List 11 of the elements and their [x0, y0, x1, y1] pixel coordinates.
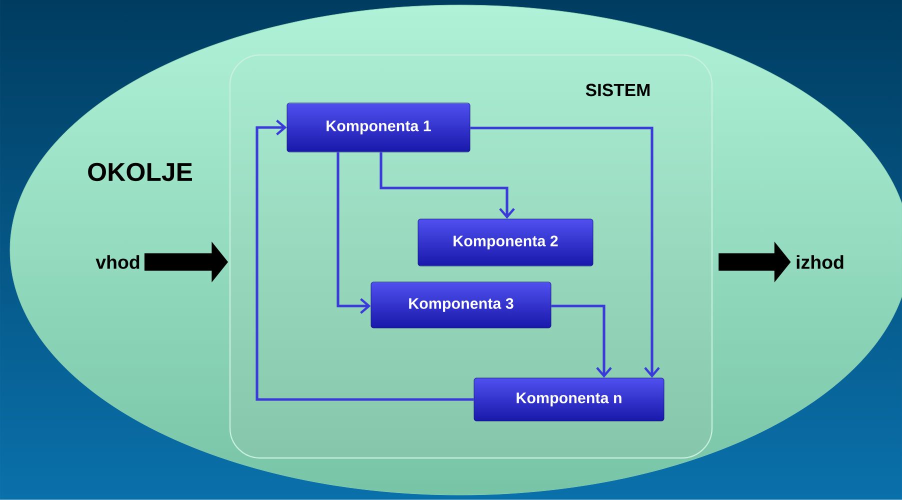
component-box: Komponenta n — [474, 378, 664, 422]
arrow — [470, 126, 660, 378]
arrow — [551, 304, 612, 378]
component-box: Komponenta 1 — [286, 102, 470, 152]
component-box: Komponenta 3 — [370, 282, 552, 328]
io-label: izhod — [796, 255, 844, 269]
arrow — [380, 152, 515, 219]
component-box: Komponenta 2 — [418, 218, 594, 266]
arrow — [336, 152, 371, 314]
io-label: vhod — [96, 255, 140, 269]
arrow — [256, 120, 474, 401]
